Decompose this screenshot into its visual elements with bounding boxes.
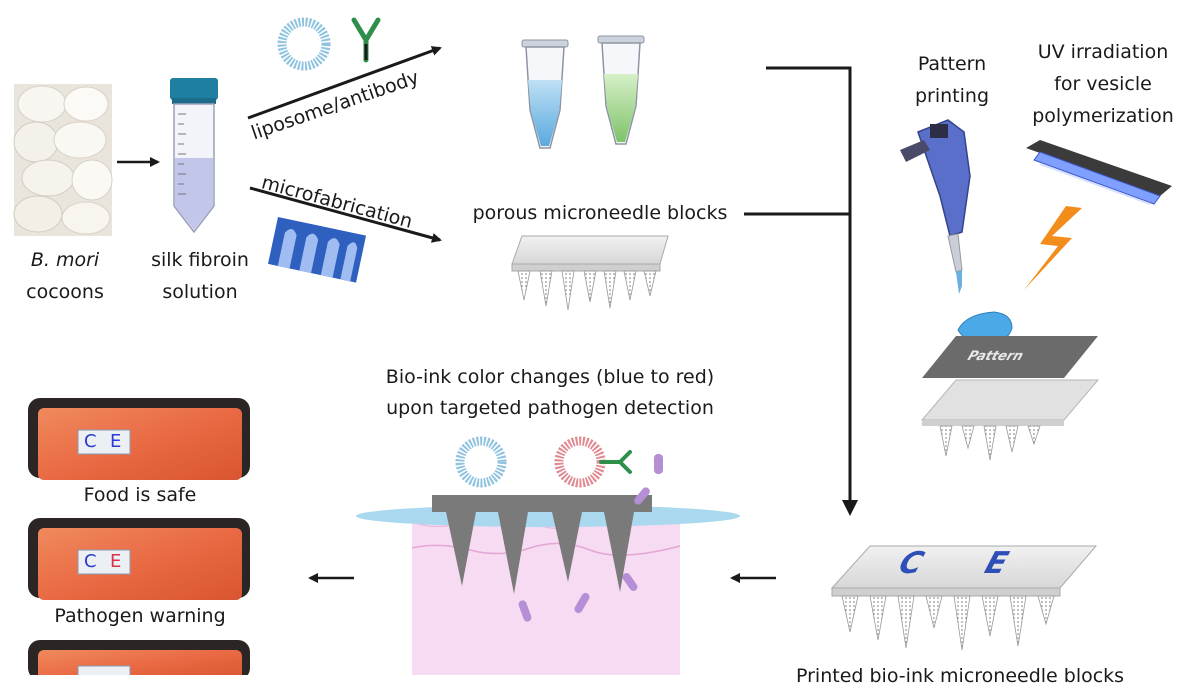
label-printed-blocks: Printed bio-ink microneedle blocks xyxy=(796,665,1125,687)
label-bioink-2: upon targeted pathogen detection xyxy=(386,397,714,419)
package-warning xyxy=(28,518,250,600)
microneedle-mold-icon xyxy=(268,216,367,283)
liposome-icon xyxy=(277,17,331,71)
arrow-microfabrication xyxy=(249,186,442,243)
label-cocoons: cocoons xyxy=(26,281,104,303)
porous-microneedle-block xyxy=(511,235,669,311)
uv-lightning-icon xyxy=(1024,206,1082,290)
indicator-label-safe xyxy=(77,429,131,455)
label-species: B. mori xyxy=(30,249,100,271)
arrow-liposome-antibody xyxy=(247,46,442,120)
cocoons-photo xyxy=(13,84,113,236)
label-porous-blocks: porous microneedle blocks xyxy=(472,202,728,224)
label-silk-1: silk fibroin xyxy=(151,249,249,271)
tissue-sample xyxy=(356,487,740,675)
arrow-down-head xyxy=(842,500,858,516)
label-uv-3: polymerization xyxy=(1032,105,1174,127)
label-pathogen-warning: Pathogen warning xyxy=(54,605,226,627)
silk-fibroin-tube xyxy=(170,78,218,234)
indicator-c-warning: C xyxy=(84,551,97,572)
label-bioink-1: Bio-ink color changes (blue to red) xyxy=(385,366,715,388)
uv-lamp-icon xyxy=(1026,140,1172,205)
indicator-e-safe: E xyxy=(110,431,122,452)
pattern-plate xyxy=(920,336,1100,461)
package-safe xyxy=(28,398,250,480)
label-pattern-plate: Pattern xyxy=(965,349,1026,364)
printed-bioink-block xyxy=(830,545,1098,651)
indicator-c-safe: C xyxy=(84,431,97,452)
indicator-e-warning: E xyxy=(110,551,122,572)
flow-connector xyxy=(744,66,852,506)
label-pattern-1: Pattern xyxy=(917,53,987,75)
indicator-label-partial xyxy=(77,665,131,675)
indicator-label-warning xyxy=(77,549,131,575)
green-tube xyxy=(597,35,645,145)
antibody-icon xyxy=(351,17,381,63)
label-uv-1: UV irradiation xyxy=(1037,41,1169,63)
package-partial xyxy=(28,640,250,675)
label-food-safe: Food is safe xyxy=(83,484,197,506)
red-liposome-icon xyxy=(554,436,663,488)
label-uv-2: for vesicle xyxy=(1054,73,1152,95)
pipette-icon xyxy=(900,119,971,294)
blue-liposome-icon xyxy=(455,436,507,488)
label-silk-2: solution xyxy=(162,281,238,303)
blue-tube xyxy=(521,39,569,149)
label-pattern-2: printing xyxy=(914,85,990,107)
